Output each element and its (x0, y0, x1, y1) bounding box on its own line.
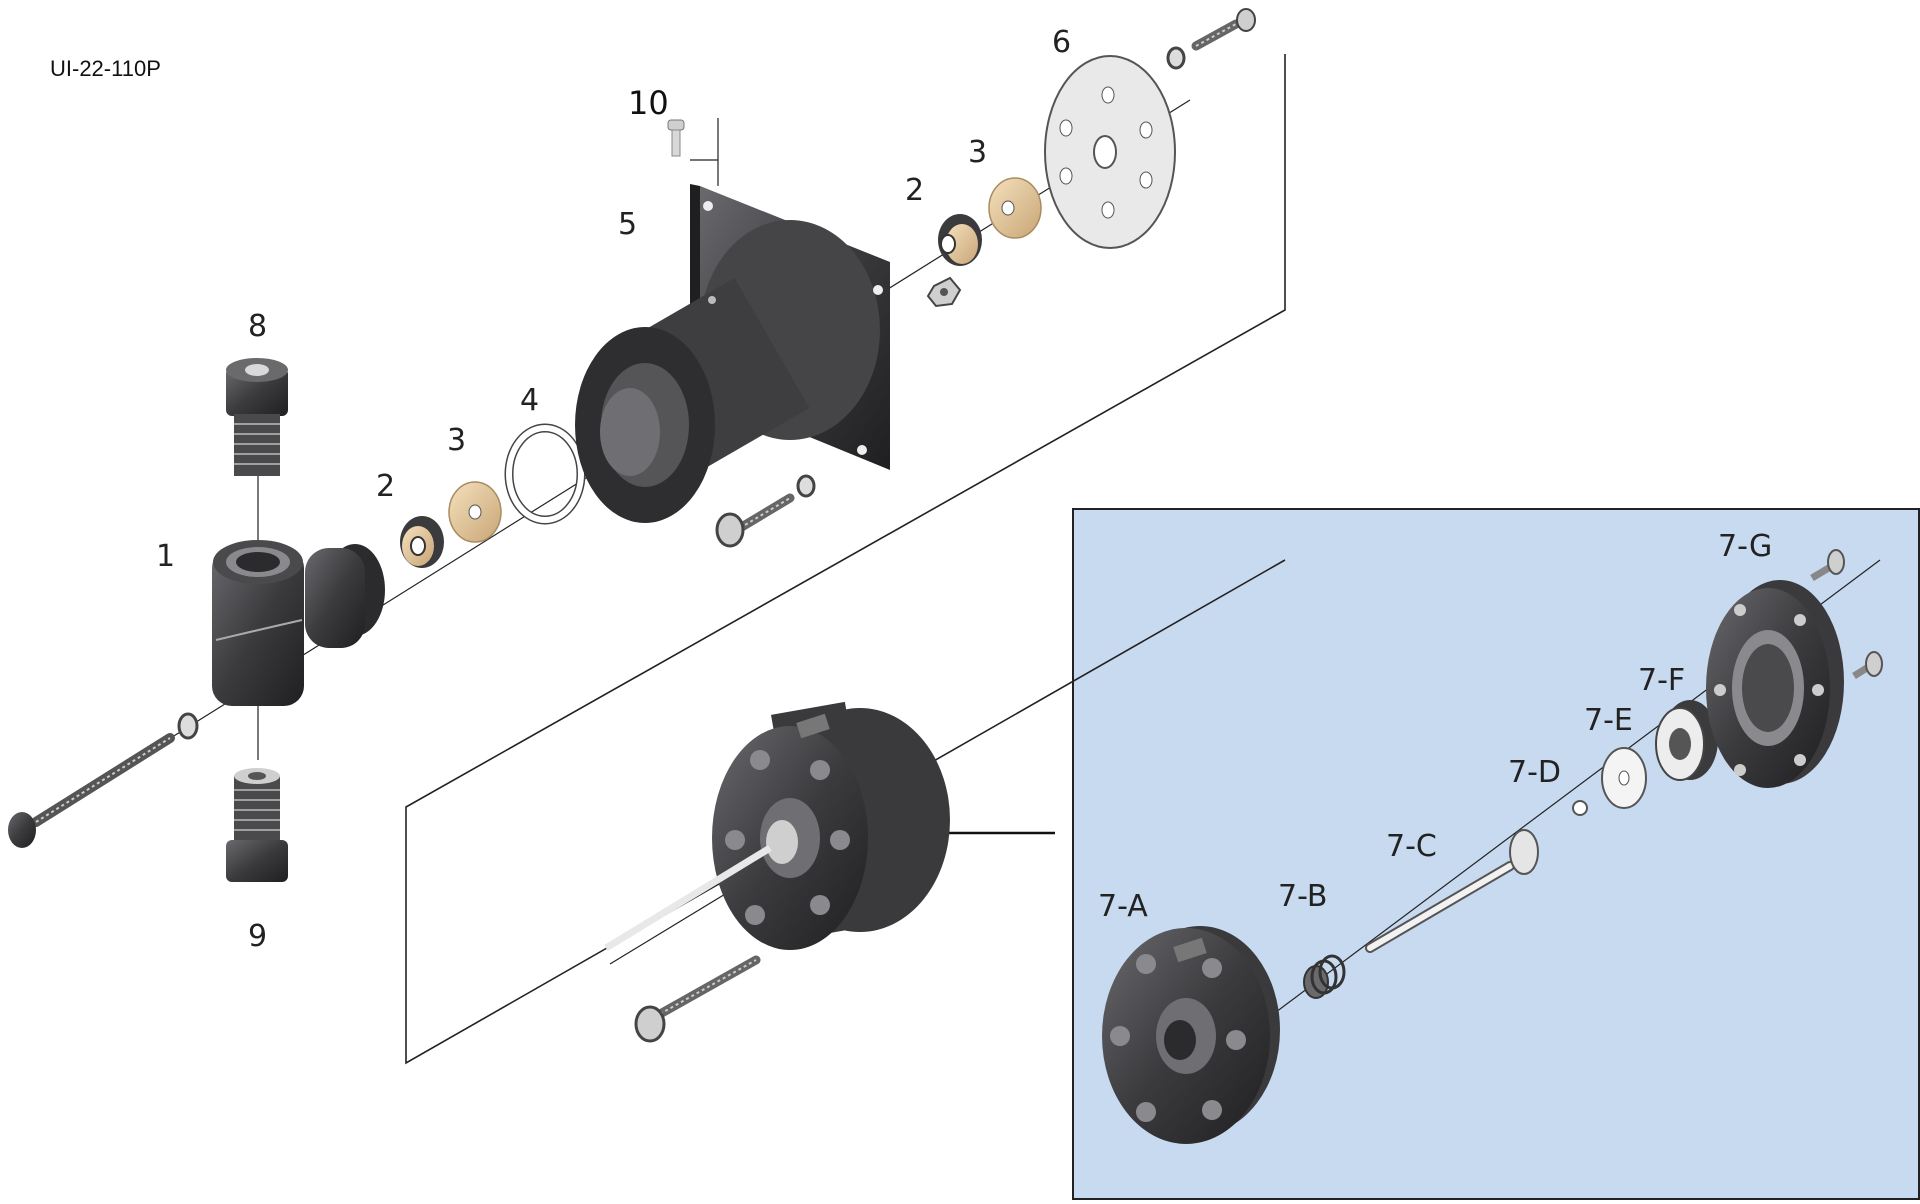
part-4-o-ring (504, 423, 586, 525)
part-10-screw (667, 119, 685, 157)
housing-nut (926, 276, 962, 308)
part-3-washer-left (448, 481, 502, 543)
label-part-4: 4 (520, 383, 539, 418)
label-part-2-left: 2 (376, 469, 395, 504)
head-bolt (634, 955, 761, 1043)
part-7g-screws (1810, 549, 1883, 679)
label-part-9: 9 (248, 919, 267, 954)
model-code: UI-22-110P (50, 56, 161, 81)
label-part-8: 8 (248, 309, 267, 344)
part-7b-spring (1303, 954, 1346, 999)
label-part-2-right: 2 (905, 173, 924, 208)
label-part-3-left: 3 (447, 423, 466, 458)
part-2-seal-right (938, 214, 982, 266)
label-part-7e: 7-E (1584, 703, 1633, 738)
part-2-seal-left (400, 516, 444, 568)
part-7e-washer (1601, 747, 1647, 809)
label-part-7b: 7-B (1278, 879, 1327, 914)
long-bolt (8, 712, 199, 848)
label-part-5: 5 (618, 207, 637, 242)
label-part-7d: 7-D (1508, 755, 1561, 790)
label-part-3-right: 3 (968, 135, 987, 170)
top-right-screw (1166, 8, 1256, 70)
part-7g-flange (1706, 580, 1844, 788)
part-7a-head-body (1102, 926, 1280, 1144)
part-6-plate (1044, 55, 1176, 249)
part-8-fitting (226, 358, 288, 476)
part-7-pump-head (604, 701, 950, 951)
part-5-housing (575, 184, 890, 523)
label-part-10: 10 (628, 84, 669, 122)
part-1-tee-body (212, 540, 385, 706)
part-7f-seal-ring (1655, 700, 1718, 781)
housing-screw-lower (715, 474, 816, 548)
part-9-fitting (226, 768, 288, 882)
label-part-7g: 7-G (1718, 529, 1772, 564)
label-part-6: 6 (1052, 25, 1071, 60)
part-7c-plunger (1365, 829, 1539, 953)
label-part-7a: 7-A (1098, 889, 1148, 924)
label-part-7f: 7-F (1638, 663, 1685, 698)
label-part-7c: 7-C (1386, 829, 1437, 864)
part-3-washer-right (988, 177, 1042, 239)
label-part-1: 1 (156, 539, 175, 574)
part-7d-ball (1572, 800, 1588, 816)
